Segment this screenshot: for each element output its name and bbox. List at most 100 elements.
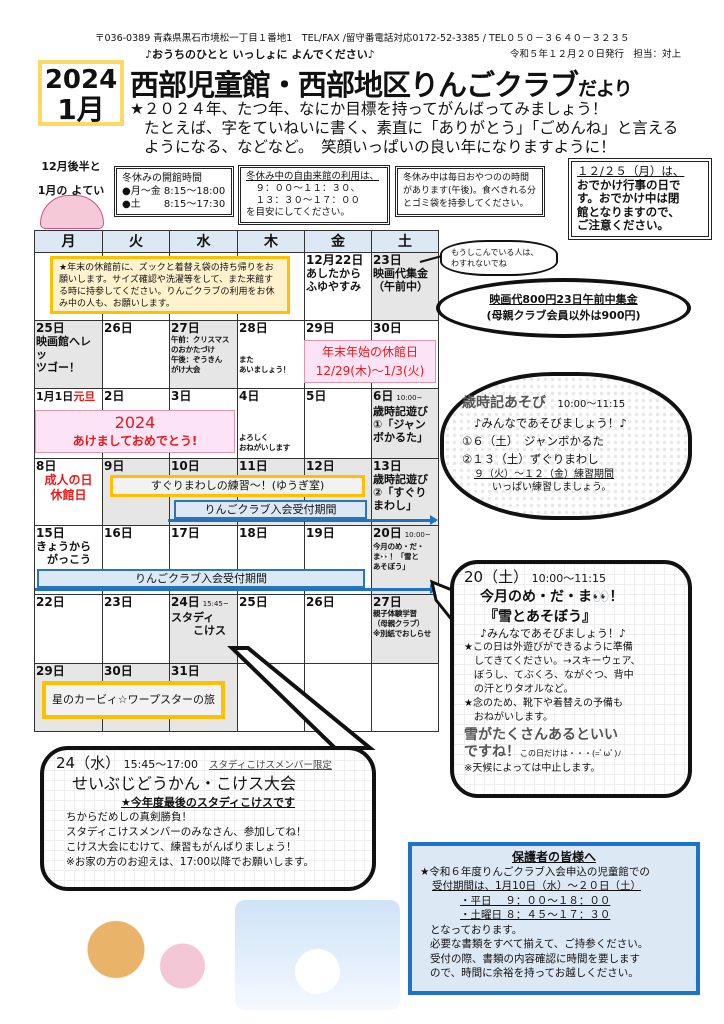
day-number: 5日 [306,390,370,403]
day-event-line: ツゴー！ [36,361,80,374]
day-event-line: スタディ [171,611,215,624]
event20-aside: この日だけは・・・(=ﾟωﾟ)ﾉ [520,749,622,758]
day-event-line [239,413,303,423]
day-event-line: がけ大会 [171,365,201,374]
new-year-banner: 2024 あけましておめでとう! [35,410,235,453]
info-box-snack: 冬休み中は毎日おやつのの時間があります(午後)。食べきれる分とゴミ袋を持参してく… [395,166,545,217]
day-number: 25日 [36,322,101,335]
event24-line: ※お家の方のお迎えは、17:00以降でお願いします。 [66,856,315,868]
month: 1月 [57,93,105,126]
guardians-line: ので、時間に余裕を持ってお越しください。 [430,967,639,979]
day-event-line: 午前：クリスマス [171,335,230,344]
calendar-day [237,663,305,732]
day-number: 12日 [306,460,370,473]
day-event-line: 親子体験学習 [373,609,417,618]
saijiki-practice: ９（火）～１２（金）練習期間 [474,469,614,480]
schedule-label-line: 12月後半と [41,160,101,173]
new-year-message: ★２０２４年、たつ年、なにか目標を持ってがんばってみましょう！ たとえば、字をて… [130,100,678,157]
kids-illustration [40,900,230,1010]
day-event-line: あそぼう」 [373,562,410,571]
day-event-line: よろしく [239,433,269,442]
day-number-text: 30日 [373,321,402,335]
day-event-line: 歳時記遊び [373,473,428,486]
day-number: 26日 [306,596,370,609]
day-event-line: 休館日 [50,488,87,502]
guardians-line: 受付期間は、1月10日（水）～２０日（土） [432,880,642,892]
day-number: 17日 [171,527,236,540]
calendar-day: 12月22日あしたからふゆやすみ [304,252,372,321]
guardians-line: となっております。 [430,923,523,936]
day-event-line: 今月のめ・だ・ [373,542,425,551]
day-number-text: 26日 [104,321,133,335]
day-number-text: 24日 [171,595,200,609]
event20-hope2: ですね！ [464,744,520,760]
event20-line: ★この日は外遊びができるように準備 [464,642,633,653]
day-number-text: 6日 [373,389,394,403]
day-number: 18日 [239,527,303,540]
day-number: 26日 [104,322,168,335]
day-number: 2日 [104,390,168,403]
info-line: す。おでかけ中は閉 [577,191,680,205]
guardians-line: 受付の際、書類の内容確認に時間を要します [430,952,640,965]
day-event-line: まわし」 [373,499,417,512]
day-number-text: 8日 [36,459,57,473]
day-number: 16日 [104,527,168,540]
day-event-line: ボかるた」 [373,431,428,444]
guardians-line: ・土曜日 ８：４５～１７：３０ [460,909,611,921]
schedule-label: 12月後半と 1月の よてい [30,160,112,198]
day-number: 25日 [239,596,303,609]
day-event-line [239,403,303,413]
day-number-text: 2日 [104,389,125,403]
day-number: 30日 [373,322,437,335]
title-main: 西部児童館・西部地区りんごクラブ [130,68,579,102]
weekday-header: 土 [371,230,439,253]
day-number: 1月1日元旦 [36,390,101,403]
event20-line: おねがいします。 [464,712,553,723]
message-line: ★２０２４年、たつ年、なにか目標を持ってがんばってみましょう！ [130,100,608,118]
issue-info: 令和５年１２月２０日発行 担当：対上 [510,49,682,60]
year-end-note: ★年末の休館前に、ズックと着替え袋の持ち帰りをお願いします。サイズ確認や洗濯等を… [50,256,290,314]
event20-title: 今月のめ・だ・ま👀！ [480,588,624,605]
info-line: を目安にしてください。 [246,207,350,218]
enroll-banner: りんごクラブ入会受付期間 [174,500,367,519]
event24-line: こけス大会にむけて、練習もがんばりましょう！ [66,841,297,853]
saijiki-practice2: いっぱい練習しましょう。 [492,482,612,493]
day-event-line: （午前中） [373,280,428,293]
guardians-line: ★令和６年度りんごクラブ入会申込の児童館での [420,865,650,878]
day-number: 22日 [36,596,101,609]
day-number-text: 3日 [171,389,192,403]
day-number: 28日 [239,322,303,335]
day-event-line: ま👀！「雪と [373,552,419,561]
day-event-line [239,335,303,345]
day-event-line: 映画代集金 [373,267,428,280]
calendar-day: 25日 [237,594,305,664]
day-number: 13日 [373,460,437,473]
day-number-text: 4日 [239,389,260,403]
practice-banner: すぐりまわしの練習～！(ゆうぎ室) [110,475,365,497]
info-line: 冬休みの開館時間 [122,173,202,184]
day-event-line: 午後：ぞうきん [171,355,223,364]
day-number-text: 29日 [306,321,335,335]
day-event-line: おねがいします [239,443,291,452]
event20-date: 20（土） [464,568,521,586]
info-line: 冬休み中の自由来館の利用は、 [246,171,380,182]
day-number-text: 1月1日 [36,390,74,403]
day-number: 30日 [104,665,168,678]
weekday-header: 月 [34,230,103,253]
event24-time: 15:45～17:00 [123,758,198,771]
day-event-line: のおかたづけ [171,345,215,354]
calendar-day [304,663,372,732]
enroll-arrow [168,515,438,525]
info-line: ご注意ください。 [577,218,669,232]
event20-line: ★念のため、靴下や着替えの予備も [464,698,623,709]
day-event-line: がっこう [36,553,91,566]
event24-limit: スタディこけスメンバー限定 [209,760,332,771]
day-event-line: また [239,355,254,364]
calendar-day [371,663,439,732]
